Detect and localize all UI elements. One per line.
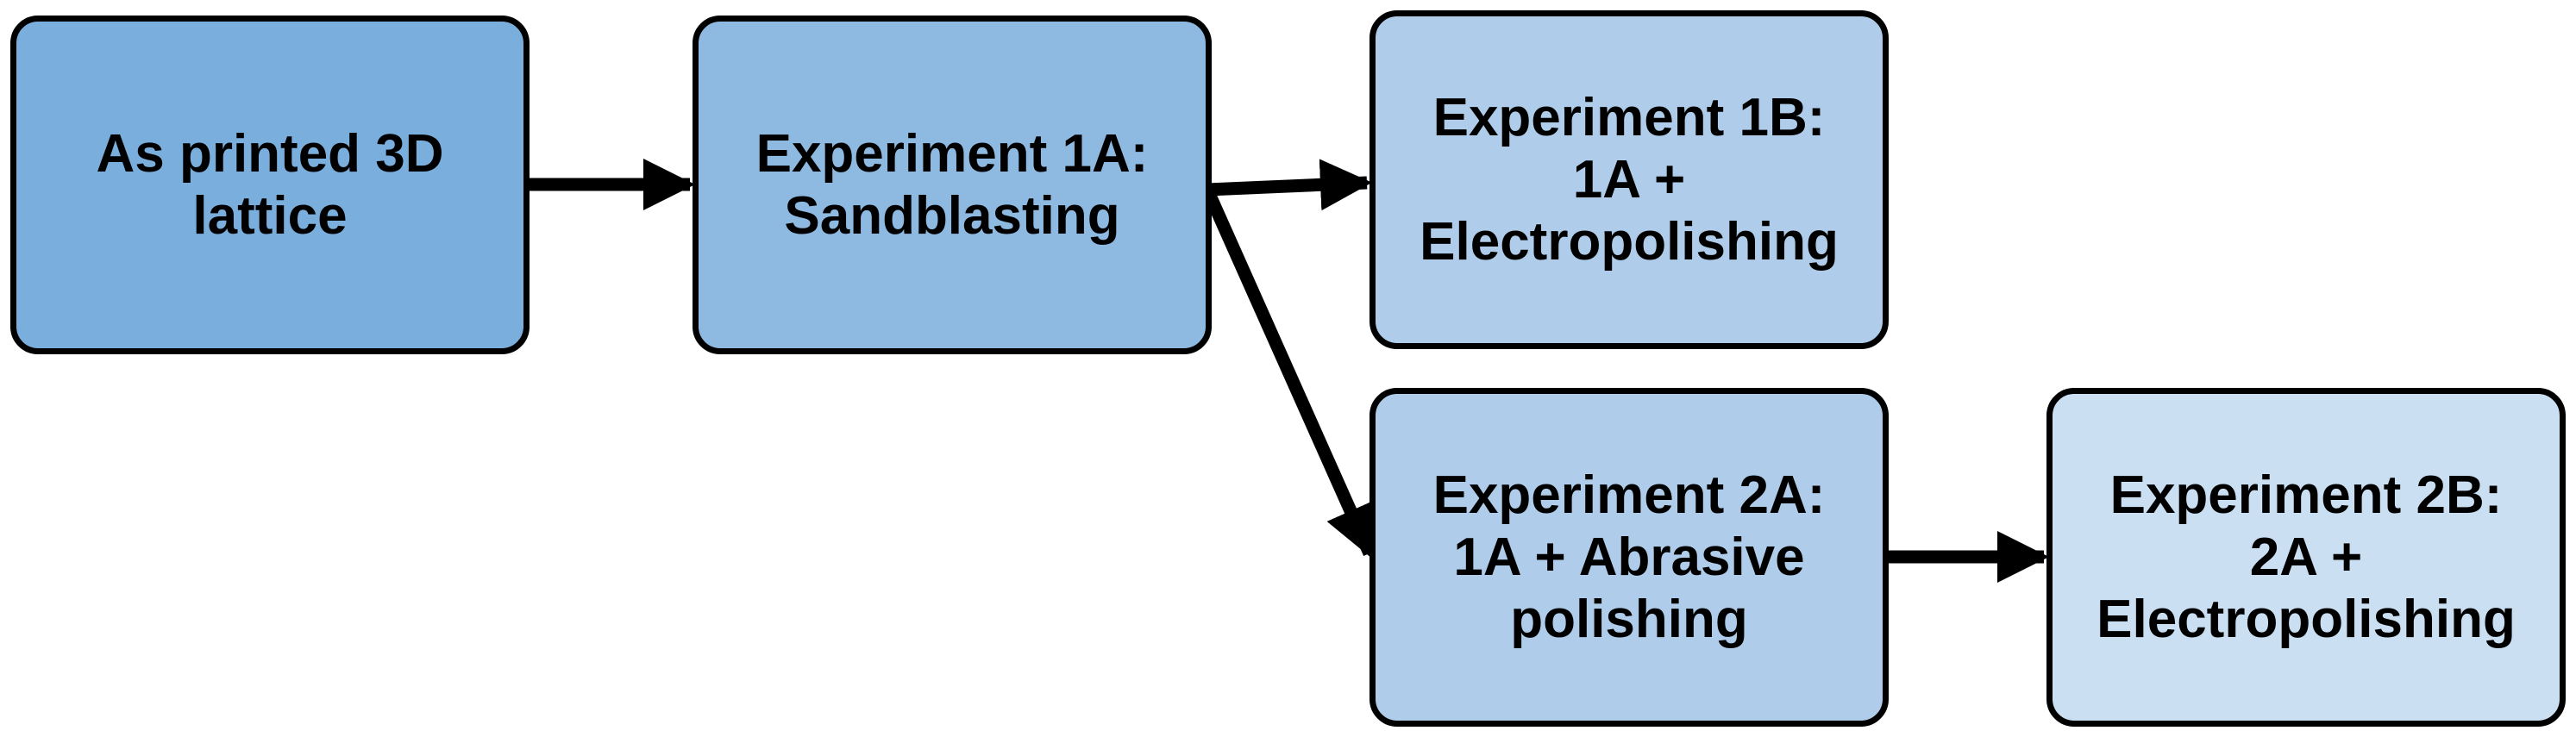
node-label-line: 1A + [1572,149,1686,209]
node-experiment-1a: Experiment 1A: Sandblasting [693,16,1212,354]
node-label-line: lattice [192,185,348,246]
node-experiment-1b: Experiment 1B: 1A + Electropolishing [1369,10,1889,349]
node-label-line: Electropolishing [2097,589,2516,649]
node-label-line: Experiment 2A: [1432,465,1826,525]
node-label-line: 2A + [2249,527,2363,587]
node-label-line: 1A + Abrasive [1453,527,1805,587]
arrow-1a-to-2a [1201,186,1376,559]
node-label-line: Experiment 2B: [2109,465,2503,525]
node-label-line: Electropolishing [1420,211,1839,272]
node-label-line: Experiment 1B: [1432,87,1826,147]
node-label-line: polishing [1510,589,1748,649]
node-label-line: Sandblasting [784,185,1120,246]
node-label-line: Experiment 1A: [755,123,1149,184]
node-experiment-2b: Experiment 2B: 2A + Electropolishing [2046,388,2566,727]
node-as-printed-lattice: As printed 3D lattice [10,16,530,354]
arrow-1a-to-1b [1207,159,1372,211]
node-label-line: As printed 3D [96,123,444,184]
node-experiment-2a: Experiment 2A: 1A + Abrasive polishing [1369,388,1889,727]
